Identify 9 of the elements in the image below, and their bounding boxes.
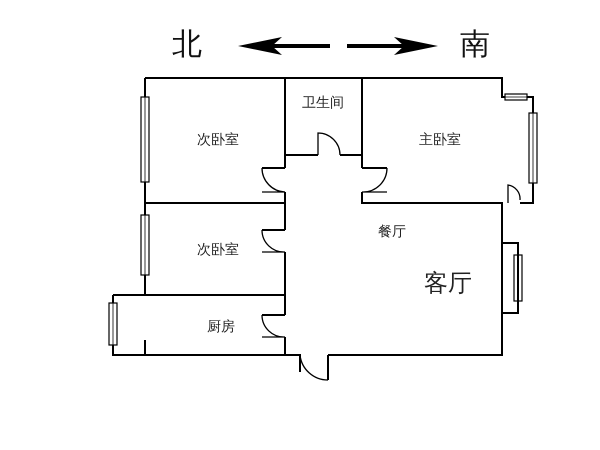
direction-label: 南: [460, 30, 490, 60]
room-name: 次卧室: [197, 133, 239, 147]
direction-label: 北: [172, 30, 202, 60]
room-name: 餐厅: [378, 225, 406, 239]
room-name: 客厅: [424, 271, 472, 295]
room-name: 主卧室: [419, 133, 461, 147]
room-name: 卫生间: [302, 96, 344, 110]
room-name: 次卧室: [197, 243, 239, 257]
room-name: 厨房: [207, 320, 235, 334]
